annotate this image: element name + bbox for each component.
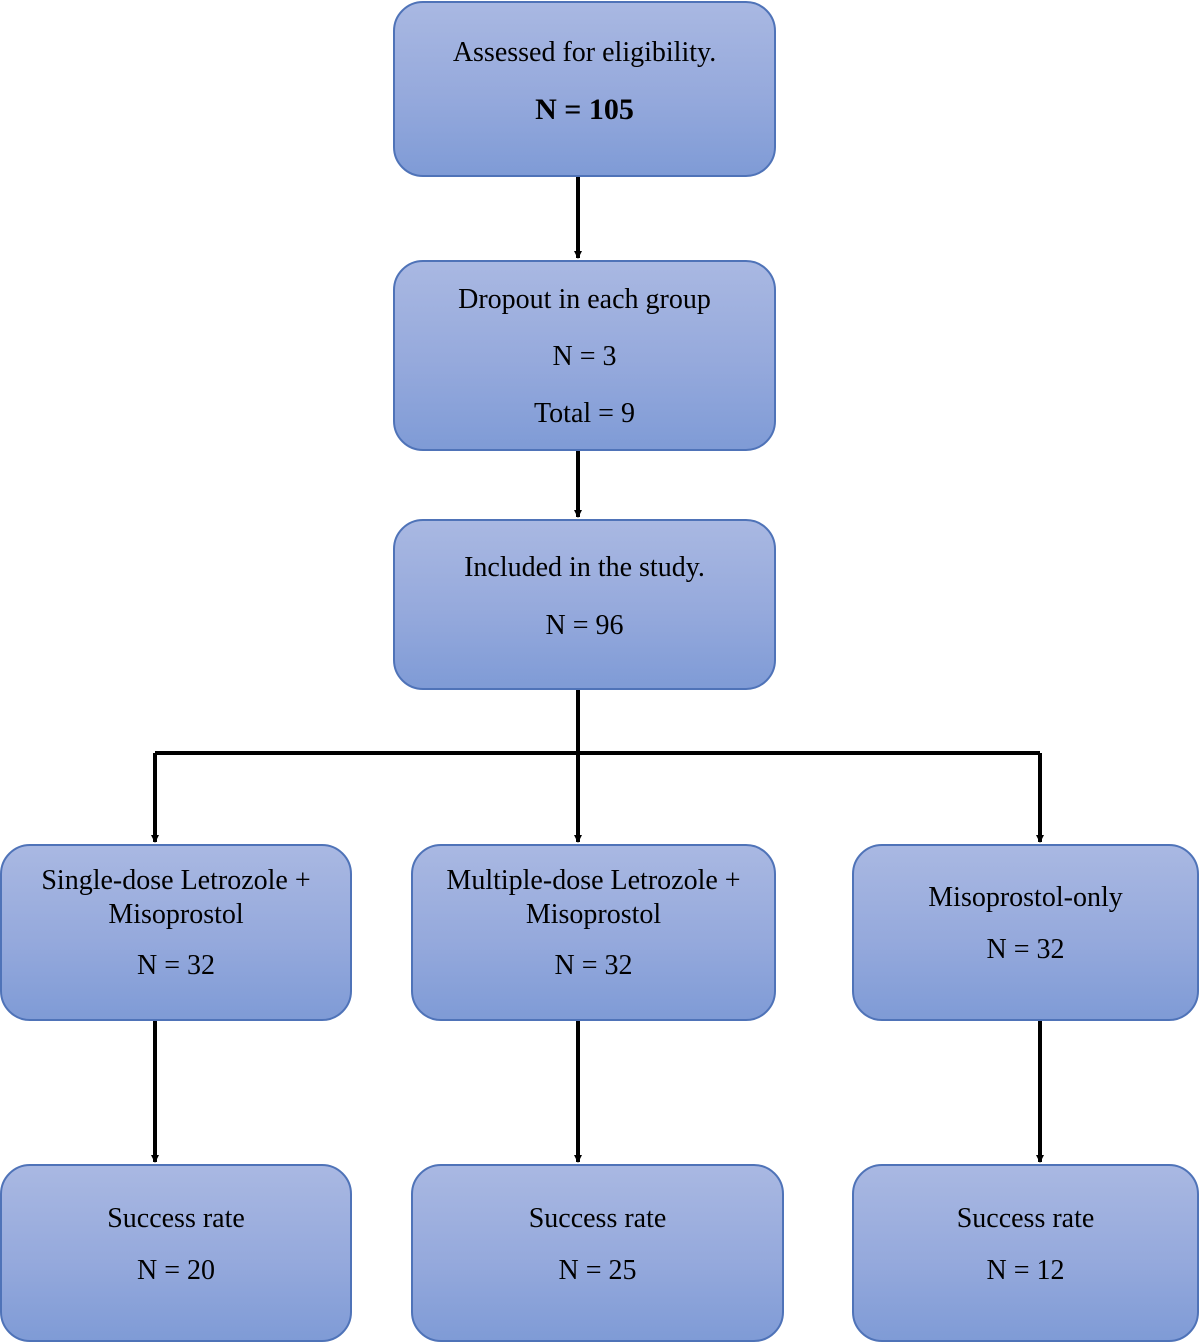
outcome-misoprostol-only-count: N = 12 <box>986 1255 1065 1286</box>
group-single-dose-box: Single-dose Letrozole + Misoprostol N = … <box>0 844 352 1021</box>
outcome-multiple-dose-count: N = 25 <box>558 1255 637 1286</box>
included-count: N = 96 <box>545 610 624 641</box>
dropout-box: Dropout in each group N = 3 Total = 9 <box>393 260 776 451</box>
group-single-dose-count: N = 32 <box>136 950 215 981</box>
assessed-count: N = 105 <box>535 93 634 126</box>
group-misoprostol-only-title: Misoprostol-only <box>928 882 1123 913</box>
group-single-dose-title-line1: Single-dose Letrozole + <box>41 865 311 896</box>
group-single-dose-title-line2: Misoprostol <box>108 899 244 930</box>
outcome-single-dose-title: Success rate <box>107 1203 245 1234</box>
group-multiple-dose-title-line2: Misoprostol <box>525 899 662 930</box>
included-in-study-box: Included in the study. N = 96 <box>393 519 776 690</box>
outcome-multiple-dose-box: Success rate N = 25 <box>411 1164 784 1342</box>
outcome-multiple-dose-title: Success rate <box>528 1203 667 1234</box>
dropout-count: N = 3 <box>552 341 617 372</box>
assessed-for-eligibility-box: Assessed for eligibility. N = 105 <box>393 1 776 177</box>
outcome-single-dose-count: N = 20 <box>136 1255 215 1286</box>
group-misoprostol-only-count: N = 32 <box>986 934 1065 965</box>
included-title: Included in the study. <box>464 552 705 583</box>
group-misoprostol-only-box: Misoprostol-only N = 32 <box>852 844 1199 1021</box>
dropout-total: Total = 9 <box>534 398 635 429</box>
group-multiple-dose-title-line1: Multiple-dose Letrozole + <box>446 865 741 896</box>
group-multiple-dose-count: N = 32 <box>554 950 633 981</box>
outcome-misoprostol-only-title: Success rate <box>956 1203 1095 1234</box>
outcome-misoprostol-only-box: Success rate N = 12 <box>852 1164 1199 1342</box>
assessed-title: Assessed for eligibility. <box>452 37 717 68</box>
group-multiple-dose-box: Multiple-dose Letrozole + Misoprostol N … <box>411 844 776 1021</box>
dropout-title: Dropout in each group <box>458 284 711 315</box>
outcome-single-dose-box: Success rate N = 20 <box>0 1164 352 1342</box>
